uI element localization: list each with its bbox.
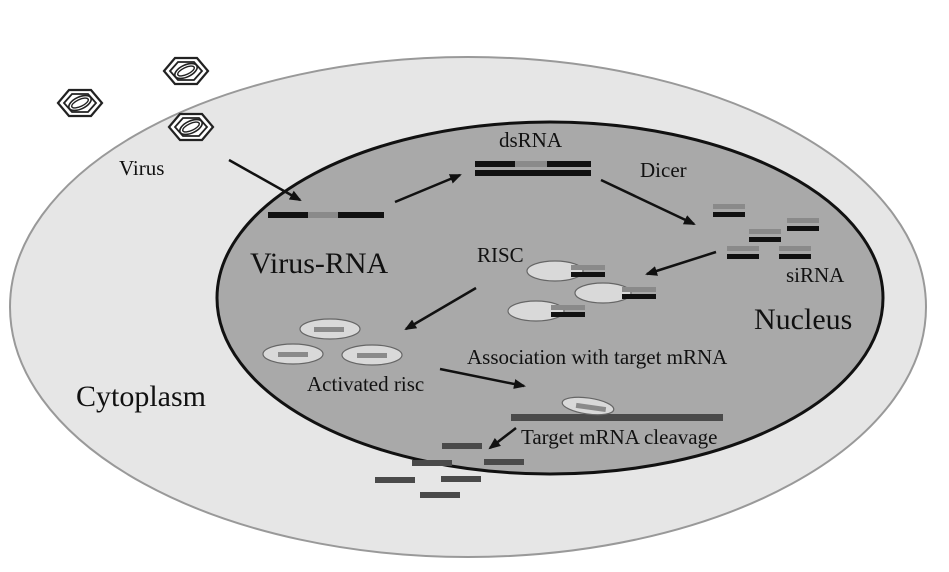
sirna-fragment-icon — [787, 218, 819, 231]
virus-rna-strand — [268, 212, 384, 218]
dsrna-label: dsRNA — [499, 128, 563, 152]
risc-complex-icon — [526, 260, 605, 282]
risc-complex-icon — [262, 343, 324, 365]
virus-icon — [167, 112, 215, 142]
risc-complex-icon — [507, 300, 585, 322]
nucleus-label: Nucleus — [754, 303, 852, 336]
arrow-icon — [228, 158, 302, 202]
target-mrna — [511, 396, 723, 421]
risc-complex-icon — [341, 344, 403, 366]
risc-complexes — [507, 260, 656, 322]
arrow-icon — [404, 286, 477, 331]
arrow-icon — [439, 367, 526, 389]
activated-risc-label: Activated risc — [307, 372, 424, 396]
risc-complex-icon — [299, 318, 361, 340]
sirna-fragments — [713, 204, 819, 259]
dsrna-strand — [475, 161, 591, 176]
association-label: Association with target mRNA — [467, 345, 728, 369]
arrow-icon — [600, 178, 696, 226]
cleavage-fragments — [375, 443, 524, 498]
cleavage-label: Target mRNA cleavage — [521, 425, 717, 449]
sirna-fragment-icon — [749, 229, 781, 242]
sirna-fragment-icon — [713, 204, 745, 217]
arrow-icon — [645, 250, 717, 276]
virus-rna-label: Virus-RNA — [250, 247, 389, 280]
dicer-label: Dicer — [640, 158, 687, 182]
sirna-label: siRNA — [786, 263, 845, 287]
arrow-icon — [488, 427, 517, 450]
sirna-fragment-icon — [727, 246, 759, 259]
risc-label: RISC — [477, 243, 524, 267]
virus-label: Virus — [119, 156, 164, 180]
cytoplasm-label: Cytoplasm — [76, 380, 206, 413]
virus-icon — [162, 56, 210, 86]
flow-arrows — [228, 158, 717, 450]
arrow-icon — [394, 173, 462, 204]
risc-complex-icon — [574, 282, 656, 304]
virus-icon — [56, 88, 104, 118]
activated-risc-group — [262, 318, 403, 366]
sirna-fragment-icon — [779, 246, 811, 259]
nucleus-region — [215, 120, 885, 476]
